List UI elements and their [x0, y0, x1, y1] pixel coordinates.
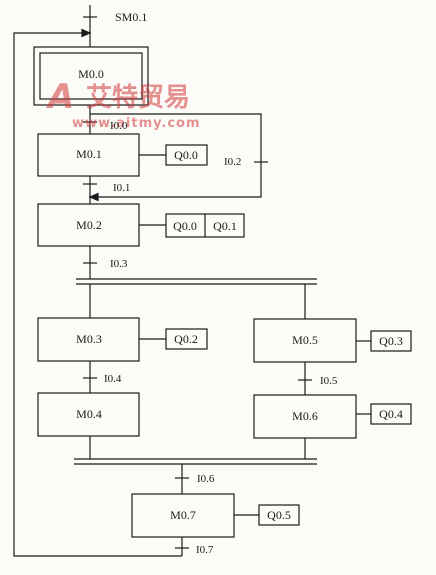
transition-i03-label: I0.3 [110, 258, 128, 270]
action-m06-q04-label: Q0.4 [379, 407, 403, 421]
step-m00-inner [39, 52, 143, 100]
transition-i00-label: I0.0 [110, 120, 128, 132]
step-m04-box [37, 392, 140, 437]
step-m00-outer [33, 46, 149, 106]
action-m02-q00-label: Q0.0 [173, 219, 197, 233]
action-m07-q05-box [258, 504, 300, 526]
watermark-title: 艾特贸易 [86, 82, 190, 113]
transition-i02-label: I0.2 [224, 156, 241, 168]
step-m07-label: M0.7 [170, 508, 196, 522]
step-m05-label: M0.5 [292, 333, 318, 347]
watermark-logo: A [45, 77, 74, 117]
transition-i01-label: I0.1 [113, 182, 130, 194]
step-m03-label: M0.3 [76, 332, 102, 346]
jump-loop-arrow [88, 192, 99, 202]
action-m03-q02-box [165, 328, 208, 350]
jump-loop-i02 [90, 113, 262, 198]
action-m06-q04-box [370, 403, 412, 425]
step-m01-label: M0.1 [76, 147, 102, 161]
watermark: A 艾特贸易 www.aitmy.com [45, 77, 201, 131]
transition-i04-label: I0.4 [104, 373, 122, 385]
transition-i07-label: I0.7 [196, 544, 214, 556]
transition-i06-label: I0.6 [197, 473, 215, 485]
loop-back-line [13, 32, 182, 557]
step-m06-label: M0.6 [292, 409, 318, 423]
watermark-url: www.aitmy.com [72, 116, 201, 131]
action-m02-q01-label: Q0.1 [213, 219, 237, 233]
action-m01-q00-label: Q0.0 [174, 148, 198, 162]
action-m05-q03-label: Q0.3 [379, 334, 403, 348]
transition-sm01-label: SM0.1 [115, 10, 147, 24]
action-m01-q00-box [165, 144, 208, 166]
action-m07-q05-label: Q0.5 [267, 508, 291, 522]
action-m03-q02-label: Q0.2 [174, 332, 198, 346]
transition-i05-label: I0.5 [320, 375, 338, 387]
step-m00-label: M0.0 [78, 67, 104, 81]
action-m05-q03-box [370, 330, 412, 352]
loop-back-arrow [81, 28, 92, 38]
step-m02-label: M0.2 [76, 218, 102, 232]
step-m04-label: M0.4 [76, 407, 102, 421]
